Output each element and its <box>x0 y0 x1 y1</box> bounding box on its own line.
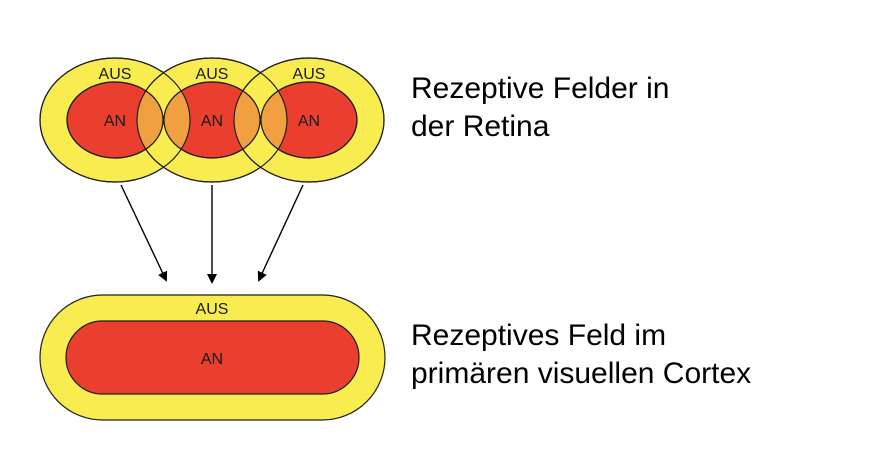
cortex-field: AUS AN <box>39 294 386 421</box>
retina-fields: AUS AUS AUS AN AN AN <box>39 57 385 183</box>
retina-field-1-off-label: AUS <box>99 66 132 83</box>
cortex-field-on-label: AN <box>201 351 223 368</box>
retina-field-3-on-label: AN <box>298 113 320 130</box>
cortex-field-off-label: AUS <box>196 301 229 318</box>
arrow-left <box>120 184 168 282</box>
retina-field-2-off-label: AUS <box>196 66 229 83</box>
cortex-caption-line-2: primären visuellen Cortex <box>411 357 752 390</box>
retina-caption: Rezeptive Felder in der Retina <box>411 70 669 146</box>
retina-caption-line-1: Rezeptive Felder in <box>411 72 670 105</box>
cortex-field-center <box>65 320 360 395</box>
retina-caption-line-2: der Retina <box>411 110 550 143</box>
retina-field-2-on-label: AN <box>201 113 223 130</box>
convergence-arrows <box>120 184 304 284</box>
retina-field-1-on-label: AN <box>104 113 126 130</box>
cortex-caption: Rezeptives Feld im primären visuellen Co… <box>411 317 751 393</box>
cortex-caption-line-1: Rezeptives Feld im <box>411 319 667 352</box>
arrow-right <box>257 184 304 282</box>
retina-field-3-off-label: AUS <box>293 66 326 83</box>
